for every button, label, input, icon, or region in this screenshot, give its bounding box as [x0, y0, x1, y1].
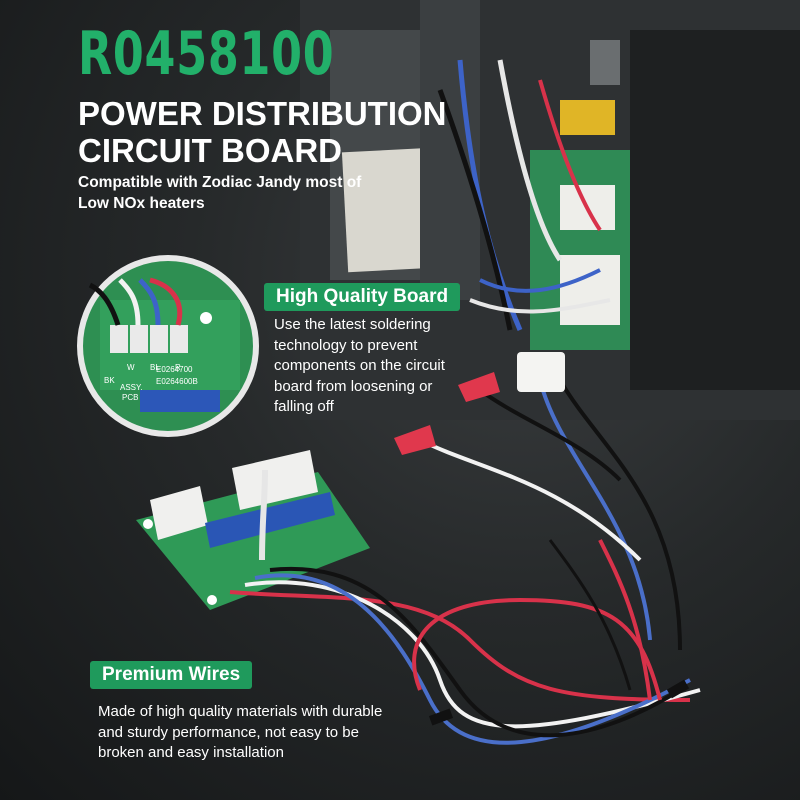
compatibility-subtitle: Compatible with Zodiac Jandy most of Low… — [78, 174, 362, 212]
part-number: R0458100 — [78, 19, 335, 89]
circuit-board — [136, 450, 370, 610]
inset-label-assy: ASSY. — [120, 383, 143, 392]
spade-terminal-2 — [394, 425, 436, 455]
board-closeup-inset: BK W BL R ASSY. PCB E0264700 E0264600B — [77, 255, 259, 437]
product-title-line-1: POWER DISTRIBUTION — [78, 95, 447, 132]
inset-label-bk: BK — [104, 376, 115, 385]
feature-board-description: Use the latest soldering technology to p… — [274, 316, 445, 415]
heater-cabinet — [300, 0, 800, 420]
product-title-line-2: CIRCUIT BOARD — [78, 132, 342, 169]
feature-wires-description: Made of high quality materials with dura… — [98, 703, 383, 761]
inset-label-code-2: E0264600B — [156, 377, 198, 386]
inset-label-pcb: PCB — [122, 393, 138, 402]
feature-board-heading: High Quality Board — [264, 283, 461, 311]
inset-label-w: W — [127, 363, 135, 372]
wire-connector — [517, 352, 565, 392]
inset-label-r: R — [175, 363, 181, 372]
wire-harness — [229, 352, 701, 745]
feature-wires-heading: Premium Wires — [90, 661, 253, 689]
spade-terminal-1 — [458, 372, 500, 402]
product-title: POWER DISTRIBUTION CIRCUIT BOARD — [78, 95, 447, 169]
inset-label-bl: BL — [150, 363, 160, 372]
inset-label-code-1: E0264700 — [156, 365, 193, 374]
